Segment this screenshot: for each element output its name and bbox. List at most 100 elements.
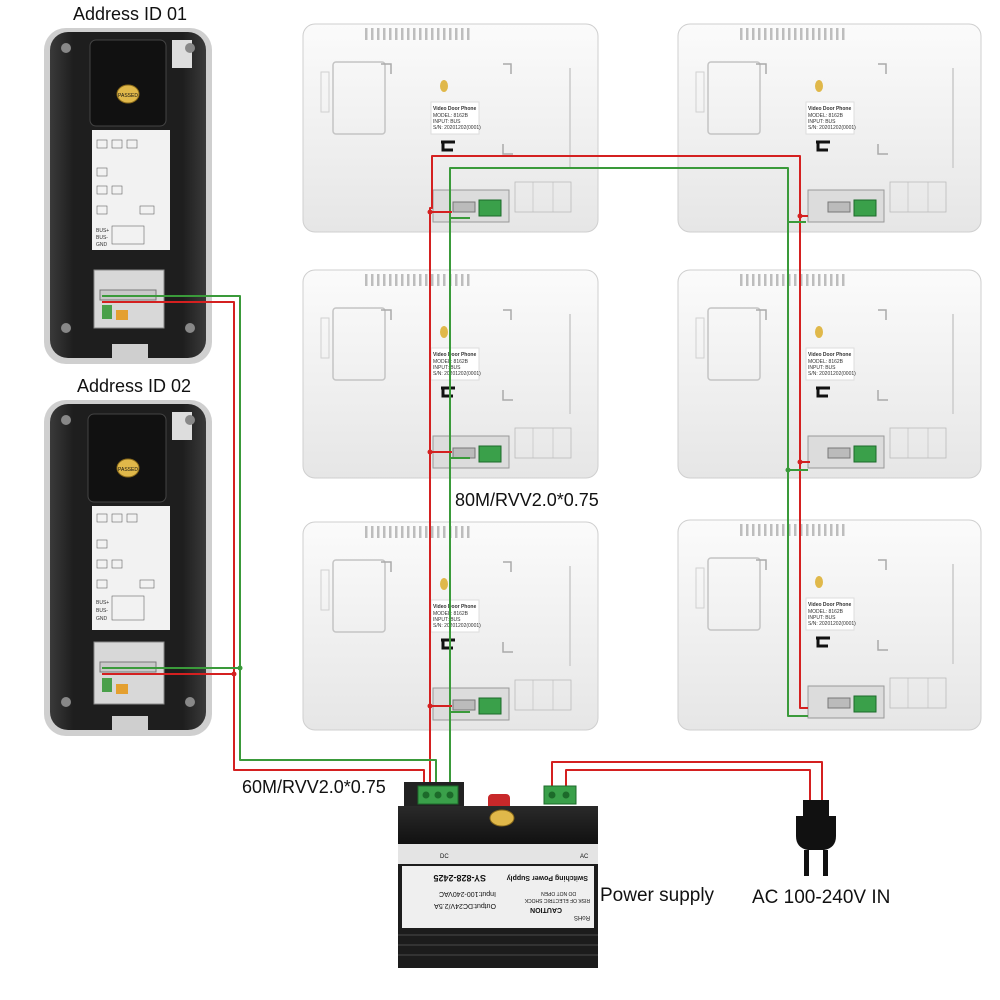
screw-icon	[61, 323, 71, 333]
vent-slot	[395, 526, 398, 538]
bus-minus-label: BUS-	[96, 608, 108, 614]
vent-slot	[752, 524, 755, 536]
vent-slot	[842, 28, 845, 40]
vent-slot	[383, 526, 386, 538]
cover-plate	[332, 559, 386, 633]
vent-slot	[782, 524, 785, 536]
vent-slot	[401, 274, 404, 286]
bracket-mark	[381, 561, 392, 572]
vent-slot	[455, 28, 458, 40]
vent-slot	[782, 28, 785, 40]
vent-slot	[764, 274, 767, 286]
side-recess	[695, 317, 705, 359]
camera-housing	[89, 39, 167, 127]
vent-slot	[467, 526, 470, 538]
side-recess	[320, 317, 330, 359]
junction-dot	[231, 671, 237, 677]
passed-sticker	[116, 84, 140, 104]
vent-slot	[377, 526, 380, 538]
vent-slot	[437, 526, 440, 538]
passed-sticker	[440, 326, 448, 338]
vent-slot	[752, 274, 755, 286]
screw-icon	[434, 791, 442, 799]
bracket-mark	[503, 561, 512, 572]
camera-housing	[87, 413, 167, 503]
vent-slot	[419, 274, 422, 286]
psu-caution-line1: RISK OF ELECTRIC SHOCK	[524, 897, 590, 903]
psu-caution-text: CAUTION	[530, 906, 562, 913]
bracket-mark	[381, 309, 392, 320]
terminal-block	[853, 445, 877, 463]
address-id-01-label: Address ID 01	[73, 4, 187, 24]
vent-slot	[806, 274, 809, 286]
bus-minus-label: BUS-	[96, 235, 108, 241]
junction-dot	[237, 665, 243, 671]
side-recess	[695, 71, 705, 113]
power-supply-label: Power supply	[600, 885, 715, 906]
monitor-spec-label	[805, 597, 855, 631]
bracket-mark	[502, 642, 513, 653]
bus-plus-label: BUS+	[96, 228, 109, 234]
terminal-block	[853, 695, 877, 713]
vent-slot	[824, 274, 827, 286]
vent-slot	[395, 274, 398, 286]
vent-slot	[395, 28, 398, 40]
red-wire-ac-2	[565, 769, 811, 800]
vent-slot	[812, 274, 815, 286]
bracket-mark	[756, 309, 767, 320]
pin-header	[452, 447, 476, 459]
screw-icon	[446, 791, 454, 799]
vent-slot	[449, 28, 452, 40]
vent-slot	[740, 524, 743, 536]
terminal-block	[102, 678, 112, 692]
side-recess	[320, 71, 330, 113]
cable-60m-label: 60M/RVV2.0*0.75	[242, 777, 386, 797]
red-wire-ac	[551, 761, 823, 800]
screw-icon	[562, 791, 570, 799]
vent-slot	[461, 526, 464, 538]
vent-slot	[812, 28, 815, 40]
dip-switch	[116, 684, 128, 694]
green-wire-doorbell	[102, 295, 437, 790]
cover-plate	[707, 307, 761, 381]
vent-slot	[437, 274, 440, 286]
vent-slot	[443, 274, 446, 286]
monitor-label-sn: S/N: 20201202(0001)	[433, 125, 481, 131]
passed-sticker	[815, 326, 823, 338]
vent-slot	[401, 28, 404, 40]
bracket-mark	[381, 63, 392, 74]
vent-slot	[758, 28, 761, 40]
monitor-label-model: MODEL: 8162B	[808, 359, 844, 365]
junction-dot	[785, 467, 791, 473]
spec-boxes	[889, 427, 947, 459]
vent-slot	[389, 28, 392, 40]
bracket-mark	[878, 63, 887, 74]
spec-boxes	[889, 677, 947, 709]
psu-input-text: Input:100-240VAC	[439, 890, 496, 897]
vent-slot	[800, 28, 803, 40]
vent-slot	[770, 28, 773, 40]
monitor-spec-label	[430, 347, 480, 381]
vent-slot	[425, 274, 428, 286]
vent-slot	[788, 28, 791, 40]
vent-slot	[818, 274, 821, 286]
vent-slot	[794, 274, 797, 286]
ac-in-label: AC 100-240V IN	[752, 887, 890, 908]
bracket-mark	[503, 63, 512, 74]
vent-slot	[830, 274, 833, 286]
green-wire-trunk	[449, 167, 806, 790]
psu-name-text: Switching Power Supply	[507, 874, 588, 881]
gnd-label: GND	[96, 616, 108, 622]
vent-slot	[413, 28, 416, 40]
vent-slot	[371, 274, 374, 286]
monitor-label-input: INPUT: BUS	[433, 617, 461, 623]
vent-slot	[812, 524, 815, 536]
hook-icon	[816, 140, 830, 152]
vent-slot	[461, 274, 464, 286]
cable-80m-label: 80M/RVV2.0*0.75	[455, 490, 599, 510]
vent-slot	[800, 524, 803, 536]
monitor-label-model: MODEL: 8162B	[433, 113, 469, 119]
monitor-label-title: Video Door Phone	[808, 106, 851, 112]
